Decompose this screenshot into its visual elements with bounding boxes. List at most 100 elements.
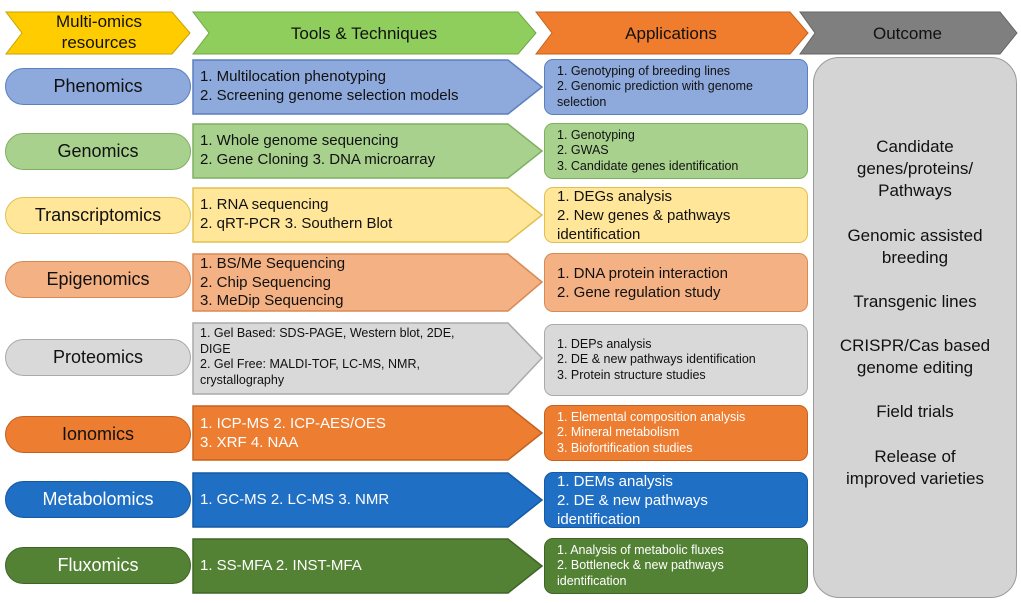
- app-box-ionomics: 1. Elemental composition analysis 2. Min…: [544, 405, 808, 461]
- app-line: 2. Genomic prediction with genome: [557, 79, 753, 94]
- tool-line: 1. ICP-MS 2. ICP-AES/OES: [200, 415, 386, 432]
- omic-phenomics: Phenomics: [5, 68, 191, 105]
- app-line: 1. DEGs analysis: [557, 187, 673, 205]
- outcome-line: Release of: [874, 447, 956, 466]
- tools-fluxomics: 1. SS-MFA 2. INST-MFA: [200, 557, 362, 576]
- app-box-genomics: 1. Genotyping 2. GWAS 3. Candidate genes…: [544, 123, 808, 179]
- outcome-release-varieties: Release of improved varieties: [814, 446, 1016, 490]
- outcome-crispr: CRISPR/Cas based genome editing: [814, 335, 1016, 379]
- app-line: identification: [557, 510, 641, 528]
- outcome-candidate-genes: Candidate genes/proteins/ Pathways: [814, 136, 1016, 202]
- outcome-line: genes/proteins/: [856, 159, 974, 178]
- app-box-metabolomics: 1. DEMs analysis 2. DE & new pathways id…: [544, 472, 808, 528]
- app-line: 1. DEMs analysis: [557, 472, 673, 490]
- tool-arrow-transcriptomics: [192, 187, 544, 243]
- omic-ionomics: Ionomics: [5, 416, 191, 453]
- app-line: 3. Biofortification studies: [557, 440, 693, 455]
- outcome-line: Field trials: [876, 402, 954, 421]
- tool-line: 1. GC-MS 2. LC-MS 3. NMR: [200, 491, 390, 508]
- app-line: 2. Gene regulation study: [557, 283, 721, 301]
- tool-arrow-ionomics: [192, 405, 544, 461]
- outcome-line: improved varieties: [846, 469, 984, 488]
- tool-arrow-genomics: [192, 123, 544, 179]
- app-line: 3. Candidate genes identification: [557, 158, 739, 173]
- outcome-line: CRISPR/Cas based: [839, 336, 991, 355]
- app-box-fluxomics: 1. Analysis of metabolic fluxes 2. Bottl…: [544, 538, 808, 594]
- outcome-line: Transgenic lines: [853, 292, 977, 311]
- tool-line: 3. XRF 4. NAA: [200, 433, 299, 451]
- tools-phenomics: 1. Multilocation phenotyping 2. Screenin…: [200, 68, 459, 105]
- outcome-panel: Candidate genes/proteins/ Pathways Genom…: [813, 57, 1017, 598]
- header-chevrons: [4, 11, 1018, 55]
- outcome-genomic-breeding: Genomic assisted breeding: [814, 225, 1016, 269]
- tools-epigenomics: 1. BS/Me Sequencing 2. Chip Sequencing 3…: [200, 255, 345, 311]
- header-chevron-applications: [534, 11, 809, 55]
- tool-arrow-metabolomics: [192, 472, 544, 528]
- tool-line: 2. qRT-PCR 3. Southern Blot: [200, 214, 393, 232]
- tools-genomics: 1. Whole genome sequencing 2. Gene Cloni…: [200, 132, 435, 169]
- app-line: 1. Genotyping of breeding lines: [557, 63, 731, 78]
- header-resources-line2: resources: [61, 33, 137, 52]
- tool-arrow-epigenomics: [192, 253, 544, 312]
- app-line: selection: [557, 94, 607, 109]
- app-box-epigenomics: 1. DNA protein interaction 2. Gene regul…: [544, 253, 808, 312]
- outcome-line: Genomic assisted: [847, 226, 983, 245]
- app-line: 1. Elemental composition analysis: [557, 409, 746, 424]
- omic-metabolomics: Metabolomics: [5, 481, 191, 518]
- tool-line: 1. Multilocation phenotyping: [200, 68, 386, 85]
- app-line: 2. DE & new pathways: [557, 491, 708, 509]
- tool-line: 1. SS-MFA 2. INST-MFA: [200, 557, 362, 574]
- omic-epigenomics: Epigenomics: [5, 261, 191, 298]
- tool-line: 1. Whole genome sequencing: [200, 132, 399, 149]
- app-line: 2. DE & new pathways identification: [557, 352, 756, 367]
- tools-transcriptomics: 1. RNA sequencing 2. qRT-PCR 3. Southern…: [200, 196, 392, 233]
- tool-line: 1. BS/Me Sequencing: [200, 255, 346, 272]
- tool-arrow-phenomics: [192, 59, 544, 115]
- outcome-line: Candidate: [876, 137, 954, 156]
- app-line: 2. Bottleneck & new pathways: [557, 558, 724, 573]
- tool-line: 2. Gene Cloning 3. DNA microarray: [200, 150, 436, 168]
- omic-proteomics: Proteomics: [5, 339, 191, 376]
- app-line: 1. DNA protein interaction: [557, 264, 728, 282]
- app-line: identification: [557, 573, 627, 588]
- tool-line: 2. Chip Sequencing: [200, 273, 331, 291]
- header-resources: Multi-omics resources: [24, 11, 174, 53]
- outcome-field-trials: Field trials: [814, 401, 1016, 423]
- tools-ionomics: 1. ICP-MS 2. ICP-AES/OES 3. XRF 4. NAA: [200, 415, 386, 452]
- omic-transcriptomics: Transcriptomics: [5, 197, 191, 234]
- app-line: 2. Mineral metabolism: [557, 425, 680, 440]
- outcome-line: breeding: [881, 248, 949, 267]
- tool-line: 3. MeDip Sequencing: [200, 292, 344, 309]
- tool-line: 2. Gel Free: MALDI-TOF, LC-MS, NMR,: [200, 357, 420, 371]
- tool-arrow-proteomics: [192, 322, 544, 395]
- app-box-proteomics: 1. DEPs analysis 2. DE & new pathways id…: [544, 324, 808, 396]
- outcome-line: genome editing: [856, 358, 974, 377]
- tool-line: 1. Gel Based: SDS-PAGE, Western blot, 2D…: [200, 326, 455, 340]
- header-applications: Applications: [625, 24, 717, 43]
- header-chevron-outcome: [799, 11, 1018, 55]
- header-outcome: Outcome: [873, 24, 942, 43]
- app-line: 1. Genotyping: [557, 127, 635, 142]
- tool-line: 1. RNA sequencing: [200, 196, 329, 213]
- header-chevron-tools: [191, 11, 537, 55]
- outcome-line: Pathways: [878, 181, 952, 200]
- app-line: 2. GWAS: [557, 143, 609, 158]
- header-chevron-resources: [4, 11, 191, 55]
- tools-proteomics: 1. Gel Based: SDS-PAGE, Western blot, 2D…: [200, 326, 455, 388]
- app-line: 1. Analysis of metabolic fluxes: [557, 542, 724, 557]
- outcome-transgenic-lines: Transgenic lines: [814, 291, 1016, 313]
- header-resources-line1: Multi-omics: [56, 12, 142, 31]
- tool-line: crystallography: [200, 372, 285, 387]
- header-tools: Tools & Techniques: [290, 24, 438, 43]
- omic-fluxomics: Fluxomics: [5, 547, 191, 584]
- tool-arrow-fluxomics: [192, 538, 544, 594]
- app-line: 3. Protein structure studies: [557, 367, 706, 382]
- app-line: identification: [557, 225, 641, 243]
- tools-metabolomics: 1. GC-MS 2. LC-MS 3. NMR: [200, 491, 389, 510]
- app-box-phenomics: 1. Genotyping of breeding lines 2. Genom…: [544, 59, 808, 115]
- app-line: 1. DEPs analysis: [557, 336, 652, 351]
- omic-genomics: Genomics: [5, 133, 191, 170]
- app-box-transcriptomics: 1. DEGs analysis 2. New genes & pathways…: [544, 187, 808, 243]
- tool-line: 2. Screening genome selection models: [200, 86, 459, 104]
- tool-line: DIGE: [200, 341, 231, 356]
